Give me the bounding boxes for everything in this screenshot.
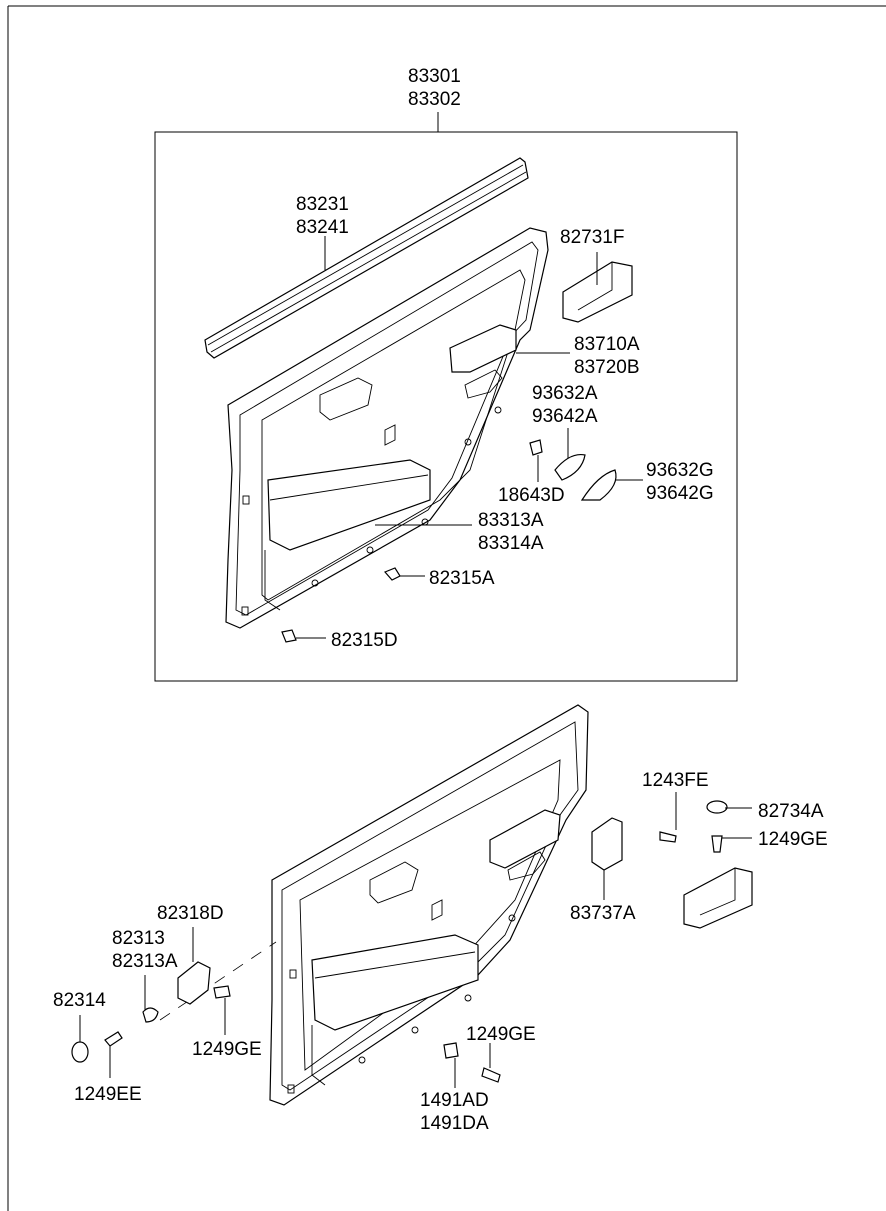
handle-hardware-group bbox=[71, 961, 231, 1063]
label-83231: 83231 bbox=[296, 194, 349, 215]
label-82313A: 82313A bbox=[112, 951, 178, 972]
label-82314: 82314 bbox=[53, 990, 106, 1011]
label-18643D: 18643D bbox=[498, 485, 565, 506]
label-83313A: 83313A bbox=[478, 510, 544, 531]
bracket-83737A bbox=[591, 817, 623, 871]
lamp-lens-93632A bbox=[554, 453, 586, 481]
label-1249GE-left: 1249GE bbox=[192, 1039, 262, 1060]
screw-1249GE-right bbox=[711, 835, 723, 853]
cap-82314 bbox=[71, 1041, 89, 1063]
lamp-lens-93632G bbox=[580, 469, 617, 501]
assembly-box bbox=[154, 131, 738, 682]
label-93642G: 93642G bbox=[646, 483, 714, 504]
door-trim-panel bbox=[225, 227, 549, 629]
label-83301: 83301 bbox=[408, 66, 461, 87]
label-82313: 82313 bbox=[112, 928, 165, 949]
lower-exploded-panel bbox=[269, 704, 589, 1106]
label-1249EE: 1249EE bbox=[74, 1084, 142, 1105]
upper-assembly bbox=[204, 157, 633, 643]
label-83710A: 83710A bbox=[574, 334, 640, 355]
door-trim-panel-exploded bbox=[269, 704, 589, 1106]
label-1249GE-right: 1249GE bbox=[758, 829, 828, 850]
cap-82734A bbox=[706, 800, 728, 814]
bracket-82318D bbox=[177, 961, 211, 1005]
label-82734A: 82734A bbox=[758, 801, 824, 822]
clip-82315D bbox=[281, 629, 297, 643]
label-82731F: 82731F bbox=[560, 227, 624, 248]
label-82315A: 82315A bbox=[429, 568, 495, 589]
label-82318D: 82318D bbox=[157, 903, 224, 924]
label-1491DA: 1491DA bbox=[420, 1113, 489, 1134]
clip-82315A bbox=[383, 567, 401, 581]
screw-1249GE-left bbox=[213, 985, 231, 999]
label-82315D: 82315D bbox=[331, 630, 398, 651]
label-93632A: 93632A bbox=[532, 383, 598, 404]
label-1249GE-bottom: 1249GE bbox=[466, 1024, 536, 1045]
bulb-18643D bbox=[529, 439, 543, 456]
armrest bbox=[449, 324, 517, 373]
armrest-exploded bbox=[489, 809, 561, 869]
clip-1491AD bbox=[443, 1042, 459, 1059]
screw-1249GE-bottom bbox=[481, 1067, 501, 1083]
screw-1243FE bbox=[659, 831, 677, 843]
label-93632G: 93632G bbox=[646, 460, 714, 481]
label-83737A: 83737A bbox=[570, 903, 636, 924]
label-83720B: 83720B bbox=[574, 357, 640, 378]
clip-cover-exploded bbox=[683, 867, 753, 929]
label-1243FE: 1243FE bbox=[642, 770, 709, 791]
label-83302: 83302 bbox=[408, 89, 461, 110]
label-93642A: 93642A bbox=[532, 406, 598, 427]
bushing-82313A bbox=[142, 1007, 159, 1023]
label-1491AD: 1491AD bbox=[420, 1090, 489, 1111]
map-pocket-exploded bbox=[311, 934, 479, 1031]
screw-1249EE bbox=[104, 1031, 123, 1047]
label-83314A: 83314A bbox=[478, 533, 544, 554]
label-83241: 83241 bbox=[296, 217, 349, 238]
map-pocket bbox=[267, 459, 431, 551]
right-hardware-group bbox=[591, 800, 753, 929]
